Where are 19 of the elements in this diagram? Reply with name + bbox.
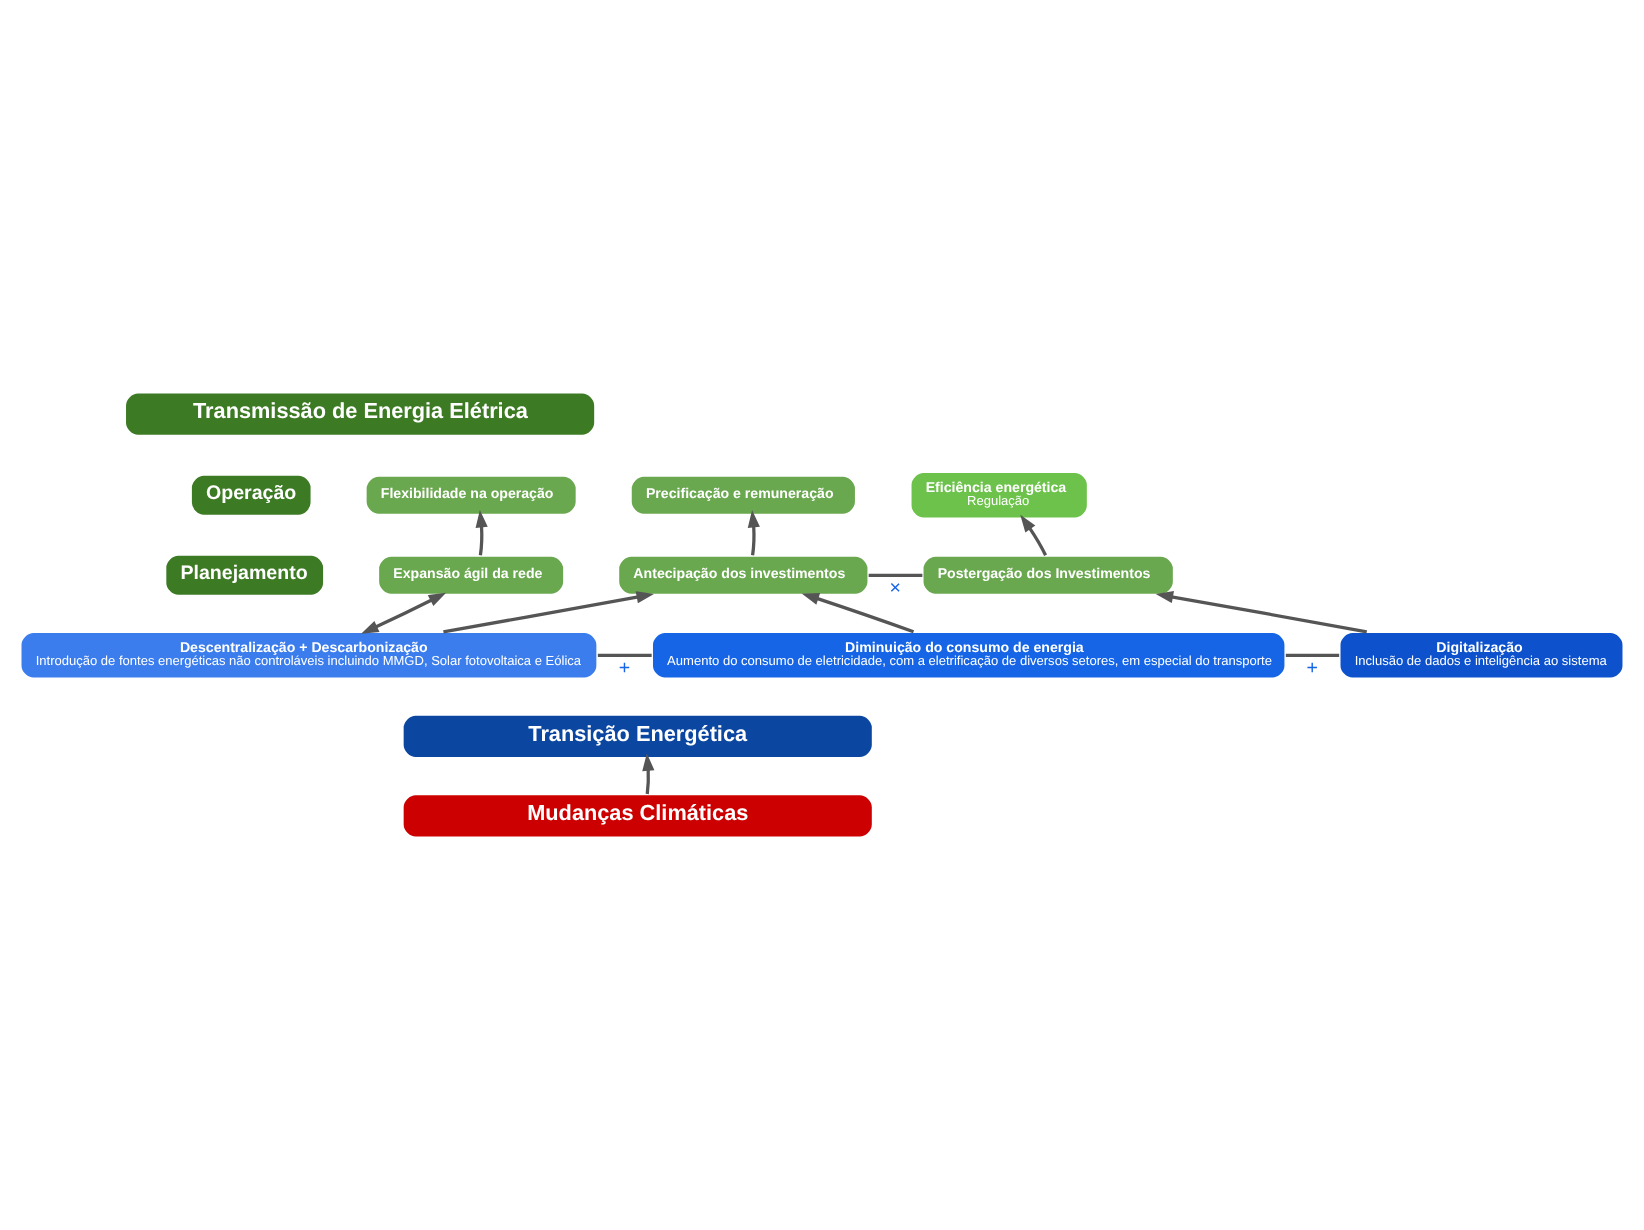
arrow	[1020, 514, 1048, 557]
arrow	[443, 591, 654, 634]
edge-label: ×	[889, 578, 901, 601]
arrow	[801, 593, 915, 634]
arrow	[361, 592, 447, 634]
edge-label: +	[1306, 658, 1318, 681]
node-box: Transição Energética	[401, 713, 874, 760]
arrow	[475, 510, 488, 556]
edge-label: +	[618, 658, 631, 681]
node-box: Operação	[189, 473, 313, 517]
connector	[597, 653, 652, 657]
node-box: Transmissão de Energia Elétrica	[123, 391, 597, 437]
node-box: Mudanças Climáticas	[401, 793, 874, 839]
connector	[1285, 653, 1340, 657]
node-box: Planejamento	[164, 553, 326, 598]
arrow	[747, 510, 760, 556]
connector	[868, 573, 923, 577]
arrow	[642, 753, 655, 795]
arrow	[1155, 591, 1368, 634]
